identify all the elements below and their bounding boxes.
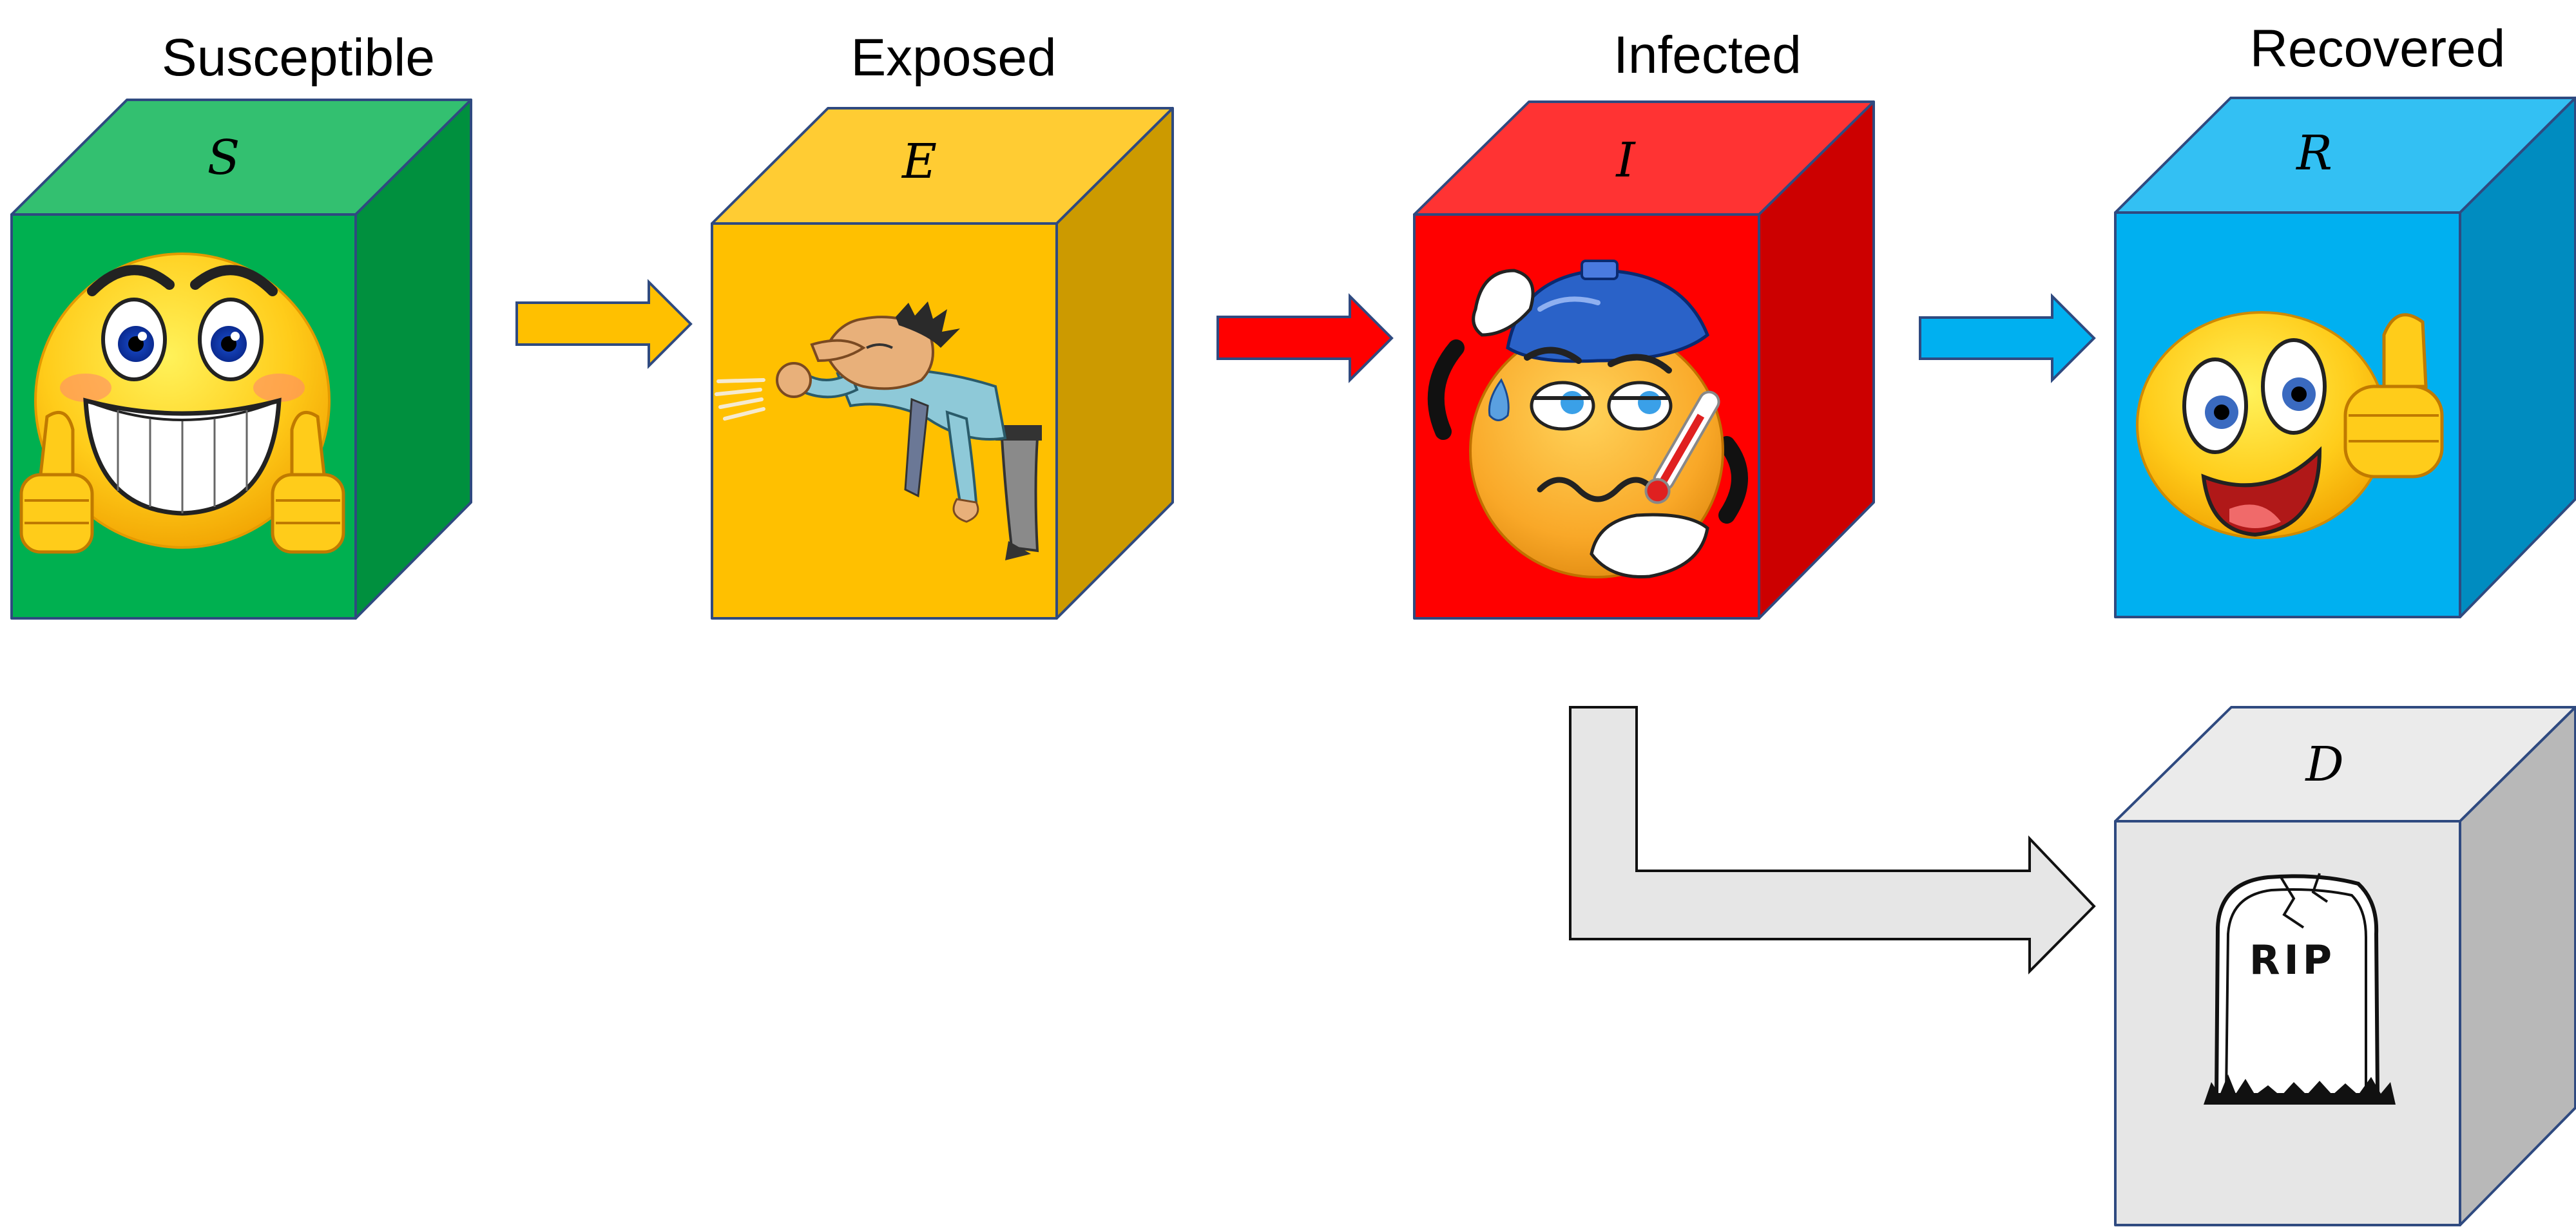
arrow-i-to-d — [1569, 706, 2096, 975]
sick-fever-emoji-icon — [1427, 260, 1748, 579]
arrow-i-to-r — [1919, 293, 2096, 383]
title-susceptible: Susceptible — [162, 28, 435, 87]
symbol-i: I — [1615, 133, 1636, 188]
tombstone-icon: RIP — [2204, 873, 2396, 1105]
coughing-man-icon — [715, 301, 1042, 560]
grinning-thumbs-up-emoji-icon — [19, 252, 345, 554]
title-recovered: Recovered — [2250, 19, 2506, 78]
symbol-e: E — [901, 134, 937, 189]
arrow-e-to-i — [1216, 293, 1394, 383]
symbol-r: R — [2295, 126, 2332, 181]
title-exposed: Exposed — [851, 28, 1056, 87]
box-exposed-front — [711, 222, 1058, 620]
box-exposed: E — [711, 107, 1174, 620]
title-infected: Infected — [1613, 26, 1802, 84]
arrow-s-to-e — [515, 279, 693, 369]
symbol-d: D — [2304, 737, 2343, 792]
tombstone-text: RIP — [2249, 937, 2336, 984]
symbol-s: S — [207, 130, 240, 185]
happy-thumbs-up-emoji-icon — [2136, 311, 2444, 539]
